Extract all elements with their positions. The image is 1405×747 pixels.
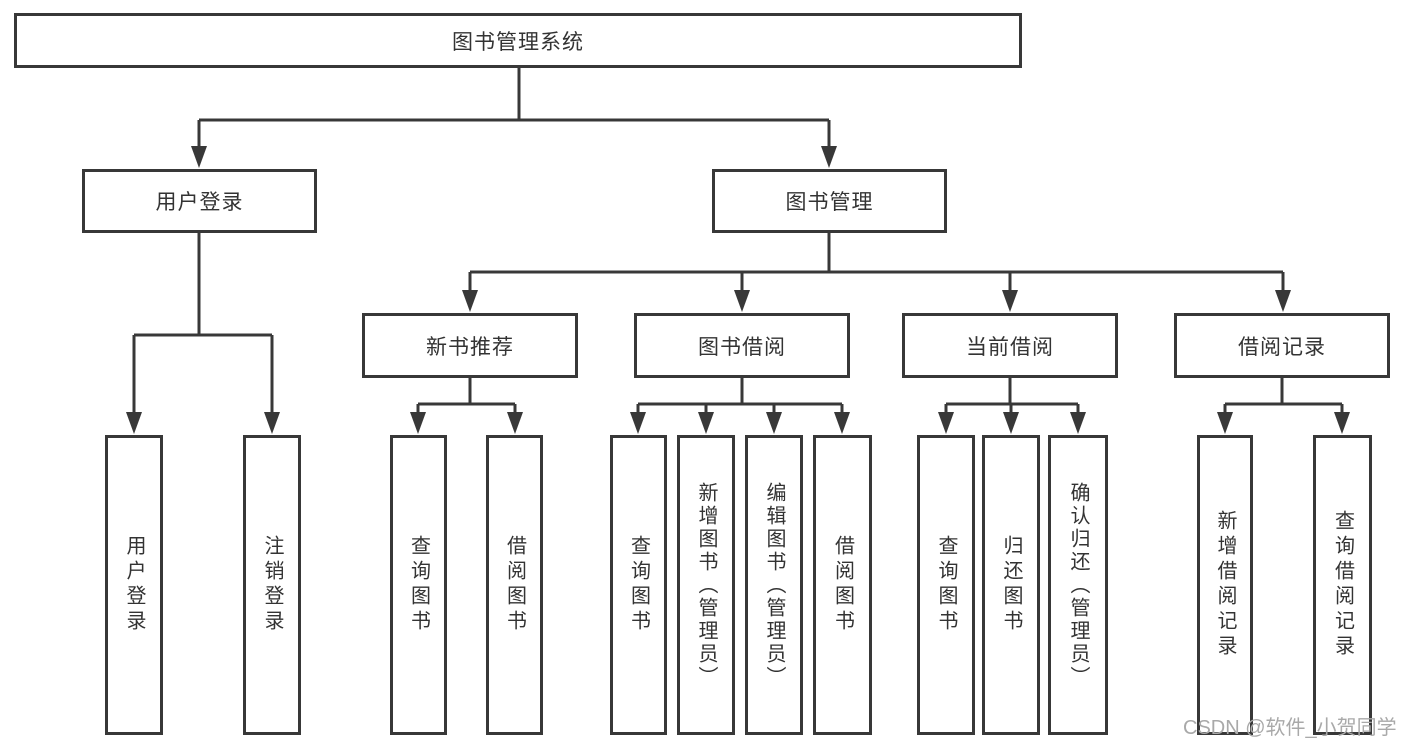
node-label: 图书管理系统 [452,30,584,54]
node-current-borrowing: 当前借阅 [902,313,1118,378]
node-leaf-recommend-query-books: 查询图书 [390,435,447,735]
node-borrowing-records: 借阅记录 [1174,313,1390,378]
connector-root-branch [197,68,831,150]
node-leaf-current-return-books: 归还图书 [982,435,1040,735]
csdn-watermark: CSDN @软件_小贺同学 [1183,717,1397,739]
node-label: 新增图书（管理员） [695,481,717,689]
node-label: 借阅图书 [831,535,854,635]
node-label: 注销登录 [261,535,283,635]
node-leaf-recommend-borrow-books: 借阅图书 [486,435,543,735]
node-label: 图书借阅 [698,335,786,359]
node-leaf-user-login: 用户登录 [105,435,163,735]
node-leaf-borrowing-borrow-books: 借阅图书 [813,435,872,735]
node-leaf-current-confirm-return-admin: 确认归还（管理员） [1048,435,1108,735]
node-label: 当前借阅 [966,335,1054,359]
connector-current-borrowing-branch [944,378,1080,418]
node-label: 用户登录 [155,191,244,214]
node-leaf-records-query-record: 查询借阅记录 [1313,435,1372,735]
node-library-management-system: 图书管理系统 [14,13,1022,68]
node-book-management: 图书管理 [712,169,947,233]
node-label: 借阅图书 [503,535,526,635]
node-new-book-recommend: 新书推荐 [362,313,578,378]
node-leaf-borrowing-query-books: 查询图书 [610,435,667,735]
node-label: 归还图书 [1000,535,1022,635]
node-label: 查询图书 [627,535,650,635]
node-label: 查询图书 [407,535,430,635]
node-label: 借阅记录 [1238,335,1326,359]
node-leaf-records-add-record: 新增借阅记录 [1197,435,1253,735]
node-label: 新书推荐 [426,335,514,359]
connector-borrowing-records-branch [1223,378,1344,418]
node-label: 确认归还（管理员） [1067,481,1089,689]
node-label: 用户登录 [123,535,145,635]
node-book-borrowing: 图书借阅 [634,313,850,378]
connector-user-login-branch [132,233,274,418]
node-user-login: 用户登录 [82,169,317,233]
node-leaf-logout: 注销登录 [243,435,301,735]
node-label: 图书管理 [785,191,874,214]
node-leaf-current-query-books: 查询图书 [917,435,975,735]
node-label: 编辑图书（管理员） [763,481,785,689]
connector-new-book-recommend-branch [416,378,517,418]
node-label: 新增借阅记录 [1214,510,1236,660]
node-leaf-borrowing-add-books-admin: 新增图书（管理员） [677,435,735,735]
connector-book-borrowing-branch [636,378,844,418]
node-label: 查询借阅记录 [1331,510,1354,660]
node-leaf-borrowing-edit-books-admin: 编辑图书（管理员） [745,435,803,735]
node-label: 查询图书 [935,535,957,635]
connector-book-management-branch [468,233,1285,295]
